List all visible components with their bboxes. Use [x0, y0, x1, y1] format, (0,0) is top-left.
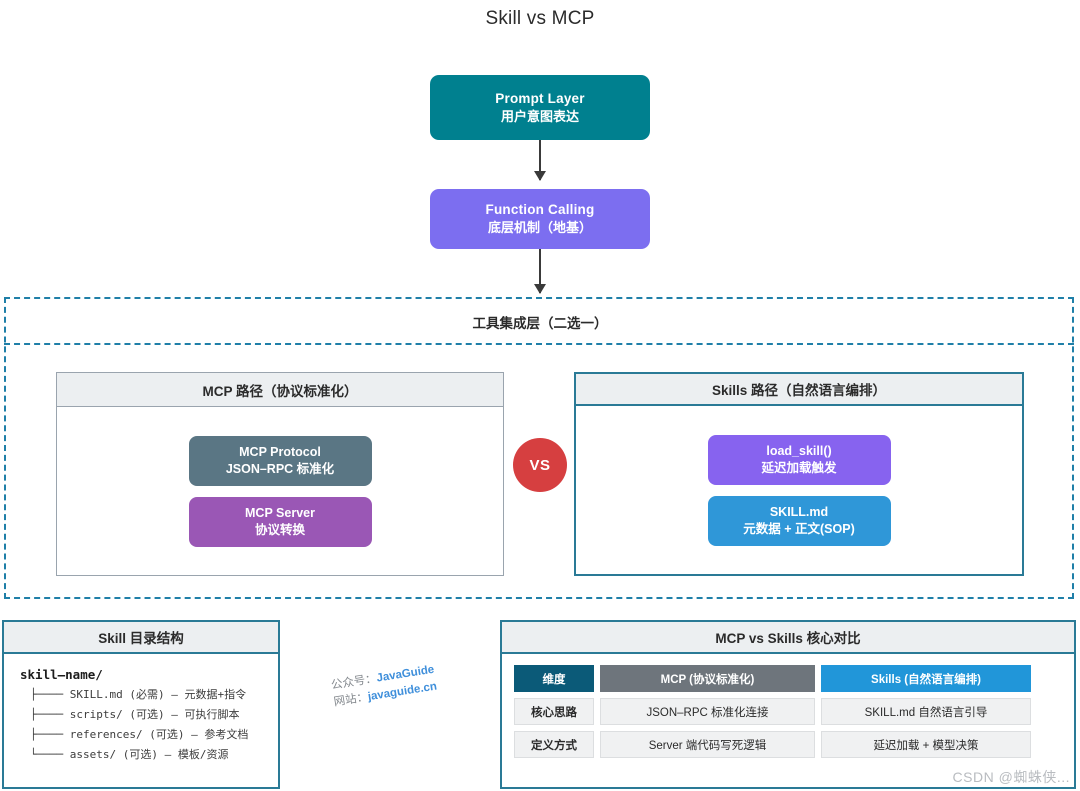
arrow-prompt-to-function	[534, 140, 546, 181]
chip-mcp-server-title: MCP Server	[245, 506, 315, 521]
node-function-calling-title: Function Calling	[485, 202, 595, 218]
node-function-calling[interactable]: Function Calling 底层机制（地基）	[430, 189, 650, 249]
node-prompt-layer-title: Prompt Layer	[495, 90, 585, 106]
page-title: Skill vs MCP	[485, 8, 595, 29]
node-function-calling-subtitle: 底层机制（地基）	[487, 220, 592, 236]
skill-directory-root: skill–name/	[20, 667, 103, 682]
skills-path-header: Skills 路径（自然语言编排）	[576, 374, 1022, 406]
chip-mcp-server-subtitle: 协议转换	[254, 522, 305, 537]
skill-directory-panel: Skill 目录结构 skill–name/ ├──── SKILL.md (必…	[2, 620, 280, 789]
mcp-path-panel: MCP 路径（协议标准化） MCP Protocol JSON–RPC 标准化 …	[56, 372, 504, 576]
skill-directory-entry: ├──── references/ (可选) – 参考文档	[30, 728, 249, 741]
table-header-mcp: MCP (协议标准化)	[600, 665, 815, 692]
mcp-path-body: MCP Protocol JSON–RPC 标准化 MCP Server 协议转…	[57, 407, 503, 575]
skill-directory-header: Skill 目录结构	[4, 622, 278, 654]
table-cell-skills: 延迟加载 + 模型决策	[821, 731, 1031, 758]
table-cell-mcp: JSON–RPC 标准化连接	[600, 698, 815, 725]
node-prompt-layer[interactable]: Prompt Layer 用户意图表达	[430, 75, 650, 140]
javaguide-watermark-label2: 网站：	[333, 691, 369, 709]
table-cell-dimension: 核心思路	[514, 698, 594, 725]
chip-skill-md-title: SKILL.md	[769, 505, 829, 520]
table-header-dimension: 维度	[514, 665, 594, 692]
chip-mcp-server[interactable]: MCP Server 协议转换	[188, 496, 372, 547]
comparison-panel: MCP vs Skills 核心对比 维度 MCP (协议标准化) Skills…	[500, 620, 1076, 789]
chip-mcp-protocol[interactable]: MCP Protocol JSON–RPC 标准化	[188, 435, 372, 486]
skills-path-body: load_skill() 延迟加载触发 SKILL.md 元数据 + 正文(SO…	[576, 406, 1022, 574]
table-cell-mcp: Server 端代码写死逻辑	[600, 731, 815, 758]
chip-mcp-protocol-title: MCP Protocol	[239, 445, 321, 460]
skill-directory-entry: ├──── scripts/ (可选) – 可执行脚本	[30, 708, 240, 721]
chip-skill-md[interactable]: SKILL.md 元数据 + 正文(SOP)	[707, 495, 891, 546]
skill-directory-body: skill–name/ ├──── SKILL.md (必需) – 元数据+指令…	[4, 654, 278, 760]
chip-skill-md-subtitle: 元数据 + 正文(SOP)	[743, 521, 855, 536]
table-cell-dimension: 定义方式	[514, 731, 594, 758]
chip-load-skill[interactable]: load_skill() 延迟加载触发	[707, 434, 891, 485]
javaguide-watermark: 公众号：JavaGuide 网站：javaguide.cn	[330, 662, 438, 712]
integration-layer-label: 工具集成层（二选一）	[472, 316, 608, 331]
arrow-function-to-integration	[534, 249, 546, 294]
integration-layer-divider	[4, 343, 1074, 345]
table-row: 核心思路 JSON–RPC 标准化连接 SKILL.md 自然语言引导	[514, 698, 1064, 725]
vs-badge: VS	[513, 438, 567, 492]
table-row: 定义方式 Server 端代码写死逻辑 延迟加载 + 模型决策	[514, 731, 1064, 758]
skill-directory-entry: ├──── SKILL.md (必需) – 元数据+指令	[30, 688, 247, 701]
csdn-watermark: CSDN @蜘蛛侠...	[952, 769, 1070, 785]
comparison-table: 维度 MCP (协议标准化) Skills (自然语言编排) 核心思路 JSON…	[502, 654, 1074, 758]
skill-directory-entry: └──── assets/ (可选) – 模板/资源	[30, 748, 229, 761]
skills-path-panel: Skills 路径（自然语言编排） load_skill() 延迟加载触发 SK…	[574, 372, 1024, 576]
integration-layer-container	[4, 297, 1074, 599]
chip-mcp-protocol-subtitle: JSON–RPC 标准化	[225, 461, 335, 476]
comparison-header: MCP vs Skills 核心对比	[502, 622, 1074, 654]
table-header-skills: Skills (自然语言编排)	[821, 665, 1031, 692]
chip-load-skill-title: load_skill()	[766, 444, 832, 459]
node-prompt-layer-subtitle: 用户意图表达	[500, 108, 579, 124]
table-header-row: 维度 MCP (协议标准化) Skills (自然语言编排)	[514, 665, 1064, 692]
mcp-path-header: MCP 路径（协议标准化）	[57, 373, 503, 407]
chip-load-skill-subtitle: 延迟加载触发	[761, 460, 837, 475]
table-cell-skills: SKILL.md 自然语言引导	[821, 698, 1031, 725]
